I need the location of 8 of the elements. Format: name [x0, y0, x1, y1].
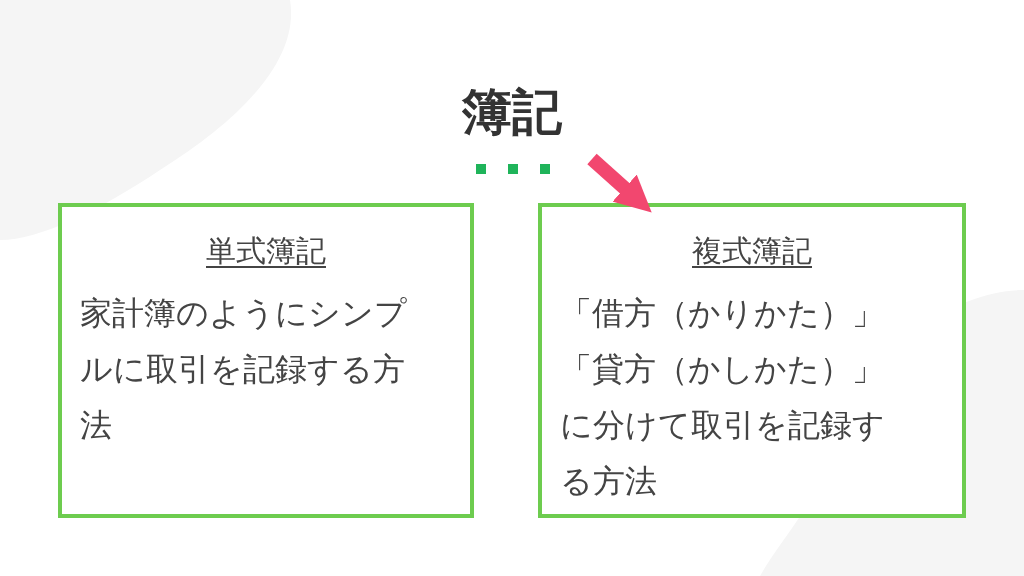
title: 簿記	[462, 82, 562, 142]
card-description: 「借方（かりかた）」「貸方（かしかた）」に分けて取引を記録する方法	[560, 293, 886, 502]
text-card	[58, 203, 474, 518]
text-card	[538, 203, 966, 518]
card-heading: 単式簿記	[206, 233, 326, 269]
pointer-arrow	[587, 153, 652, 213]
card-heading: 複式簿記	[692, 233, 812, 269]
card-description: 家計簿のようにシンプルに取引を記録する方法	[80, 293, 408, 446]
